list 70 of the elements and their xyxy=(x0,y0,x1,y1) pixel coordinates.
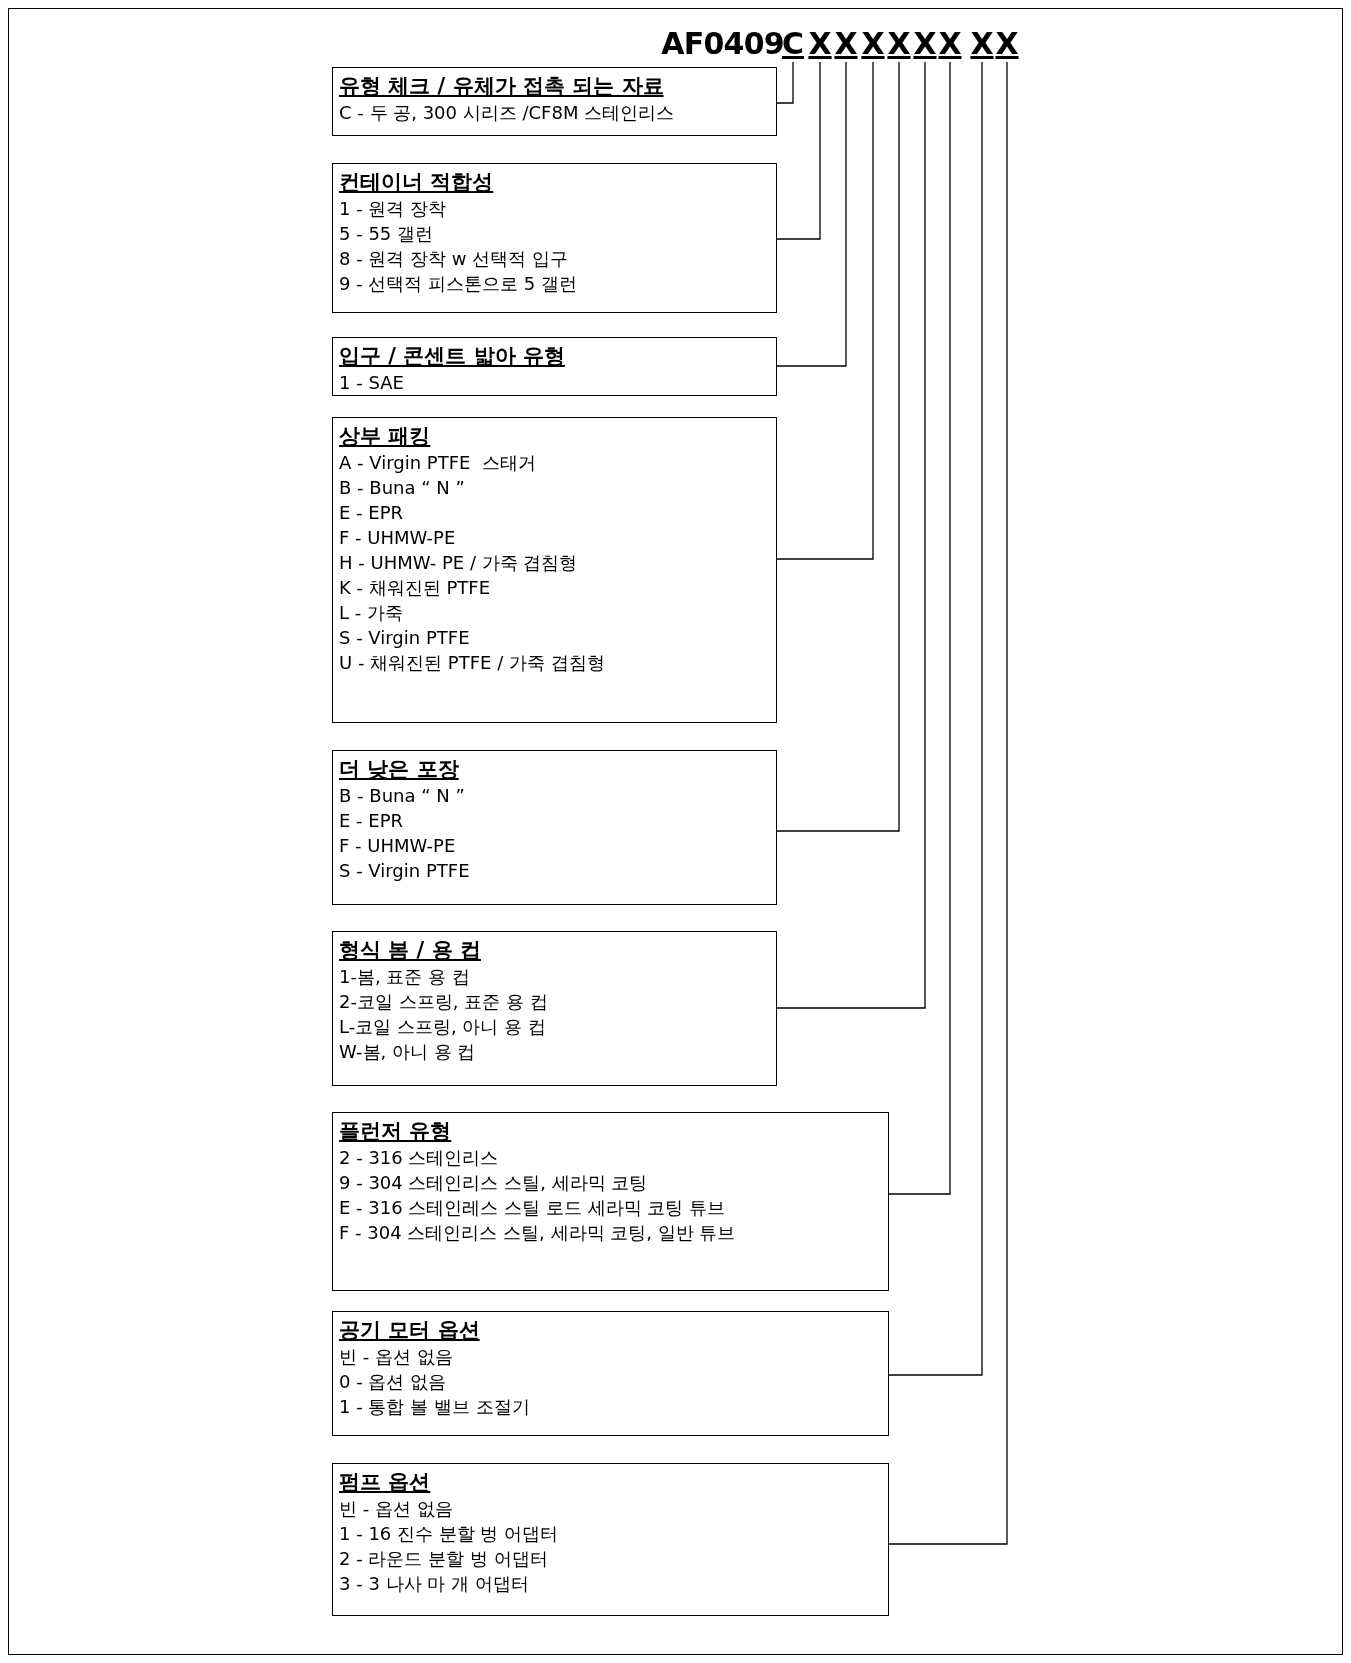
option-box xyxy=(332,337,777,396)
option-heading: 형식 봄 / 용 컵 xyxy=(339,937,482,964)
option-item: A - Virgin PTFE 스태거 xyxy=(339,451,537,475)
code-letter: X xyxy=(938,26,962,62)
connector-line xyxy=(776,61,926,1009)
option-box xyxy=(332,163,777,313)
option-item: E - EPR xyxy=(339,809,405,833)
option-heading: 공기 모터 옵션 xyxy=(339,1317,481,1344)
option-item: L-코일 스프링, 아니 용 컵 xyxy=(339,1015,547,1039)
option-item: 1 - SAE xyxy=(339,371,405,395)
option-item: 2 - 라운드 분할 벙 어댑터 xyxy=(339,1547,549,1571)
option-heading: 입구 / 콘센트 밟아 유형 xyxy=(339,343,566,370)
option-heading: 펌프 옵션 xyxy=(339,1469,432,1496)
option-box xyxy=(332,1463,889,1616)
connector-line xyxy=(888,61,951,1195)
connector-line xyxy=(888,61,1008,1545)
connector-line xyxy=(776,61,847,367)
option-item: S - Virgin PTFE xyxy=(339,626,471,650)
option-item: F - 304 스테인리스 스틸, 세라믹 코팅, 일반 튜브 xyxy=(339,1221,737,1245)
connector-line xyxy=(776,61,794,104)
option-item: 1-봄, 표준 용 컵 xyxy=(339,965,471,989)
option-heading: 유형 체크 / 유체가 접촉 되는 자료 xyxy=(339,73,665,100)
option-item: 빈 - 옵션 없음 xyxy=(339,1497,454,1521)
option-item: F - UHMW-PE xyxy=(339,834,457,858)
option-heading: 컨테이너 적합성 xyxy=(339,169,495,196)
option-item: S - Virgin PTFE xyxy=(339,859,471,883)
option-item: 2-코일 스프링, 표준 용 컵 xyxy=(339,990,549,1014)
option-box xyxy=(332,67,777,136)
code-letter: X xyxy=(861,26,885,62)
model-code: AF0409 xyxy=(661,26,784,62)
option-item: 9 - 선택적 피스톤으로 5 갤런 xyxy=(339,272,578,296)
option-heading: 상부 패킹 xyxy=(339,423,432,450)
code-letter: X xyxy=(834,26,858,62)
option-item: F - UHMW-PE xyxy=(339,526,457,550)
connector-line xyxy=(888,61,983,1376)
option-item: U - 채워진된 PTFE / 가죽 겹침형 xyxy=(339,651,606,675)
code-letter: X xyxy=(808,26,832,62)
option-item: H - UHMW- PE / 가죽 겹침형 xyxy=(339,551,579,575)
option-item: 8 - 원격 장착 w 선택적 입구 xyxy=(339,247,569,271)
connector-line xyxy=(776,61,821,240)
option-item: 빈 - 옵션 없음 xyxy=(339,1345,454,1369)
option-heading: 플런저 유형 xyxy=(339,1118,453,1145)
option-box xyxy=(332,931,777,1086)
option-item: B - Buna “ N ” xyxy=(339,784,466,808)
option-box xyxy=(332,1311,889,1436)
option-box xyxy=(332,1112,889,1291)
code-letter: X xyxy=(913,26,937,62)
connector-line xyxy=(776,61,874,560)
option-box xyxy=(332,750,777,905)
option-item: C - 두 공, 300 시리즈 /CF8M 스테인리스 xyxy=(339,101,676,125)
option-item: 3 - 3 나사 마 개 어댑터 xyxy=(339,1572,530,1596)
option-heading: 더 낮은 포장 xyxy=(339,756,460,783)
connector-line xyxy=(776,61,900,832)
option-item: E - 316 스테인레스 스틸 로드 세라믹 코팅 튜브 xyxy=(339,1196,726,1220)
option-item: 1 - 통합 볼 밸브 조절기 xyxy=(339,1395,531,1419)
option-item: 1 - 원격 장착 xyxy=(339,197,448,221)
option-item: B - Buna “ N ” xyxy=(339,476,466,500)
option-item: 5 - 55 갤런 xyxy=(339,222,435,246)
option-item: L - 가죽 xyxy=(339,601,404,625)
code-letter: X xyxy=(887,26,911,62)
option-item: 9 - 304 스테인리스 스틸, 세라믹 코팅 xyxy=(339,1171,649,1195)
option-box xyxy=(332,417,777,723)
code-letter: X xyxy=(970,26,994,62)
option-item: 2 - 316 스테인리스 xyxy=(339,1146,500,1170)
option-item: 0 - 옵션 없음 xyxy=(339,1370,448,1394)
option-item: 1 - 16 진수 분할 벙 어댑터 xyxy=(339,1522,560,1546)
option-item: K - 채워진된 PTFE xyxy=(339,576,492,600)
code-letter: X xyxy=(995,26,1019,62)
option-item: W-봄, 아니 용 컵 xyxy=(339,1040,477,1064)
option-item: E - EPR xyxy=(339,501,405,525)
